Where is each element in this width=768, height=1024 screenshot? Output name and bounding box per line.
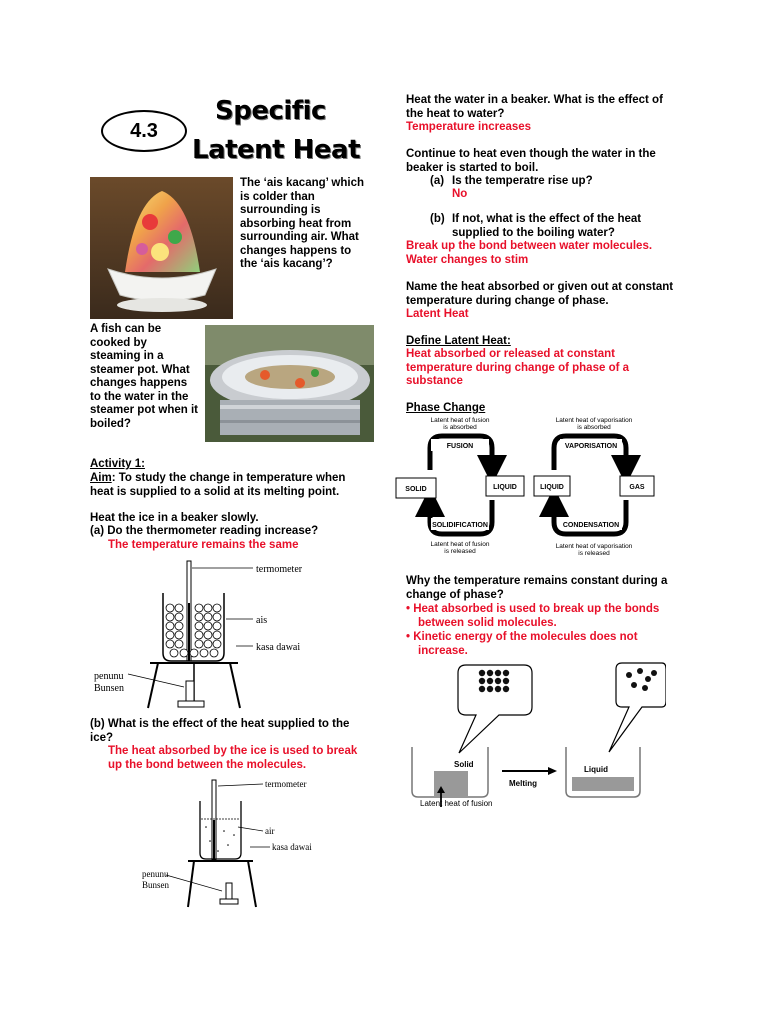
fusion-label: FUSION <box>447 443 473 450</box>
solid-label: Solid <box>454 760 474 769</box>
question-temperature-constant: Why the temperature remains constant dur… <box>406 575 668 601</box>
vaporisation-absorbed-line1: Latent heat of vaporisation <box>556 417 633 424</box>
vaporisation-released-line2: is released <box>578 550 610 557</box>
fig1-ice-label: ais <box>256 615 267 626</box>
latent-heat-fusion-label: Latent heat of fusion <box>420 799 493 808</box>
ais-kacang-photo <box>90 177 233 319</box>
fusion-released-line2: is released <box>444 548 476 555</box>
answer-2a: No <box>452 188 468 200</box>
vaporisation-absorbed-line2: is absorbed <box>577 424 611 431</box>
bullet-2-text: Kinetic energy of the molecules does not… <box>413 631 638 657</box>
solidification-label: SOLIDIFICATION <box>432 522 488 529</box>
vaporisation-released-line1: Latent heat of vaporisation <box>556 543 633 550</box>
question-heat-water: Heat the water in a beaker. What is the … <box>406 94 663 120</box>
melting-diagram: Solid Melting Liquid Latent heat of fusi… <box>404 655 667 815</box>
question-2b-label: (b) <box>430 213 445 225</box>
instruction-heat-ice: Heat the ice in a beaker slowly. <box>90 512 259 524</box>
fig2-burner-label-1: penunu <box>142 869 169 879</box>
question-name-heat: Name the heat absorbed or given out at c… <box>406 281 674 307</box>
answer-latent-heat: Latent Heat <box>406 308 469 320</box>
ais-kacang-question: The ‘ais kacang’ which is colder than su… <box>240 177 364 270</box>
aim-text-block: Aim: To study the change in temperature … <box>90 472 360 499</box>
answer-heat-water: Temperature increases <box>406 121 532 133</box>
liquid-box-label: LIQUID <box>493 484 517 491</box>
activity-title: Activity 1: <box>90 458 145 470</box>
liquid-box-label-2: LIQUID <box>540 484 564 491</box>
aim-label: Aim <box>90 472 112 484</box>
liquid-label: Liquid <box>584 765 608 774</box>
answer-a: The temperature remains the same <box>108 539 299 551</box>
answer-2b-line1: Break up the bond between water molecule… <box>406 240 653 252</box>
fig1-thermometer-label: termometer <box>256 564 303 575</box>
fig1-burner-label-2: Bunsen <box>94 683 124 694</box>
solid-box-label: SOLID <box>405 486 426 493</box>
fig2-gauze-label: kasa dawai <box>272 842 312 852</box>
steamer-pot-photo <box>205 325 374 442</box>
question-continue-heat: Continue to heat even though the water i… <box>406 148 656 174</box>
melting-label: Melting <box>509 779 537 788</box>
question-a: (a) Do the thermometer reading increase? <box>90 525 319 537</box>
section-number-badge: 4.3 <box>101 110 187 152</box>
answer-2b-line2: Water changes to stim <box>406 254 529 266</box>
define-latent-heat-answer: Heat absorbed or released at constant te… <box>406 348 630 387</box>
water-beaker-figure: termometer air kasa dawai penunu Bunsen <box>138 775 328 913</box>
page-title-line2: Latent Heat <box>192 135 361 165</box>
fusion-released-line1: Latent heat of fusion <box>431 541 490 548</box>
fish-question: A fish can be cooked by steaming in a st… <box>90 323 198 430</box>
answer-b: The heat absorbed by the ice is used to … <box>108 745 358 771</box>
question-2a: Is the temperatre rise up? <box>452 175 593 187</box>
bullet-1-text: Heat absorbed is used to break up the bo… <box>413 603 660 629</box>
question-b: (b) What is the effect of the heat suppl… <box>90 718 350 744</box>
bullet-2: • Kinetic energy of the molecules does n… <box>406 631 638 657</box>
fig2-thermometer-label: termometer <box>265 779 306 789</box>
phase-change-diagram: Latent heat of fusion is absorbed Latent… <box>392 412 664 562</box>
gas-box-label: GAS <box>629 484 645 491</box>
aim-text: : To study the change in temperature whe… <box>90 472 346 498</box>
fig2-burner-label-2: Bunsen <box>142 880 170 890</box>
fig1-gauze-label: kasa dawai <box>256 642 300 653</box>
fusion-absorbed-line1: Latent heat of fusion <box>431 417 490 424</box>
question-2b: If not, what is the effect of the heat s… <box>452 213 642 239</box>
ice-beaker-figure: termometer ais kasa dawai penunu Bunsen <box>88 553 363 711</box>
question-2a-label: (a) <box>430 175 445 187</box>
phase-change-label: Phase Change <box>406 402 486 414</box>
page-title-line1: Specific <box>215 96 326 126</box>
fig2-water-label: air <box>265 826 275 836</box>
fig1-burner-label-1: penunu <box>94 671 123 682</box>
fusion-absorbed-line2: is absorbed <box>443 424 477 431</box>
vaporisation-label: VAPORISATION <box>565 443 617 450</box>
bullet-1: • Heat absorbed is used to break up the … <box>406 603 660 629</box>
condensation-label: CONDENSATION <box>563 522 619 529</box>
define-latent-heat-label: Define Latent Heat: <box>406 335 511 347</box>
